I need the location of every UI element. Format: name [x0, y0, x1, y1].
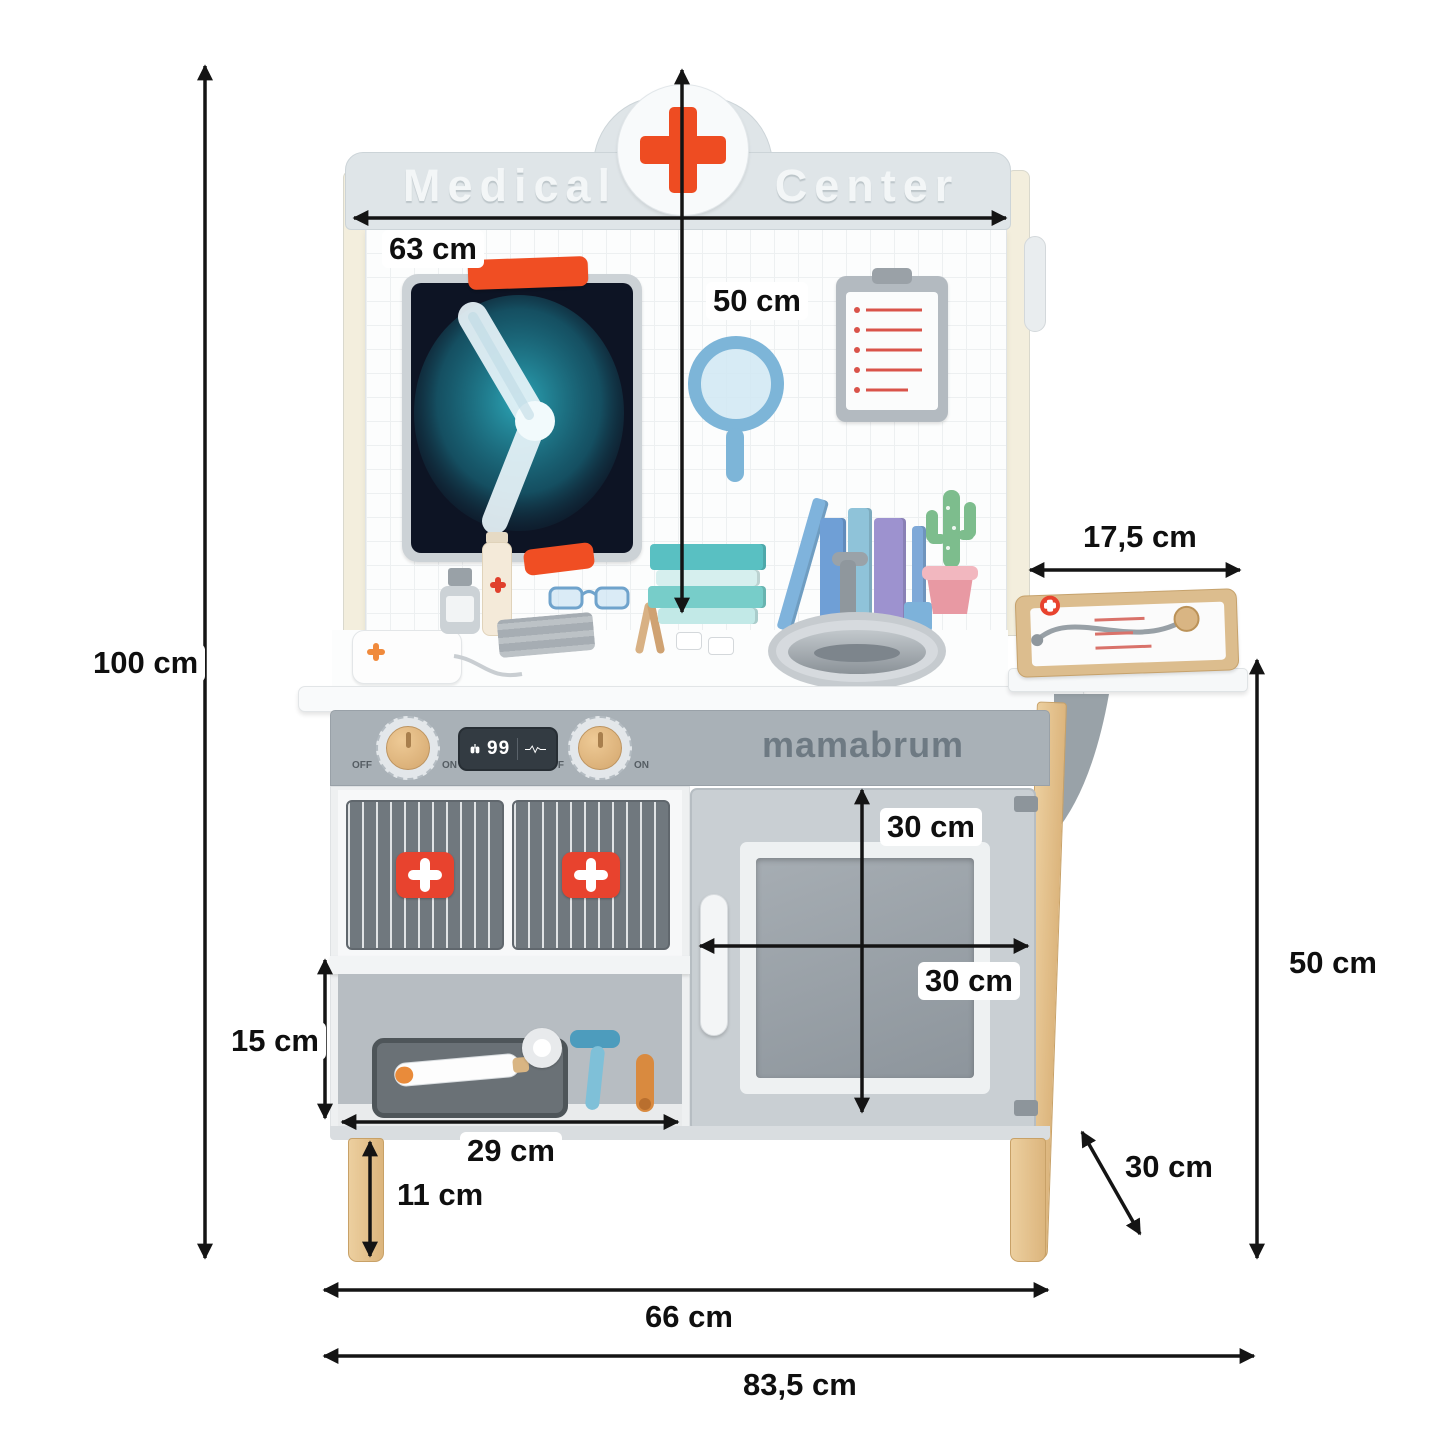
dim-label-door-height: 30 cm — [880, 808, 982, 846]
sink-bowl — [768, 612, 946, 690]
station-cord — [453, 654, 523, 678]
dim-label-total-width: 83,5 cm — [736, 1366, 864, 1404]
bin-cross-patch — [562, 852, 620, 898]
right-knob[interactable] — [568, 716, 632, 780]
stethoscope — [1031, 595, 1200, 650]
lungs-icon — [470, 744, 480, 754]
wall-clipboard — [836, 268, 948, 422]
glasses-icon — [548, 586, 630, 610]
syringe-tip — [394, 1065, 414, 1085]
magnifier-handle — [726, 428, 744, 482]
dim-label-total-height: 100 cm — [86, 644, 206, 682]
otoscope-station — [352, 630, 462, 684]
dim-label-side-table-height: 50 cm — [1282, 944, 1384, 982]
bandage-roll[interactable] — [522, 1028, 562, 1068]
dim-label-lower-shelf-height: 15 cm — [224, 1022, 326, 1060]
right-knob-dial[interactable] — [578, 726, 622, 770]
tube-cap — [486, 532, 508, 544]
sink-drain — [814, 644, 900, 662]
wall-clipboard-list — [854, 307, 922, 393]
xray-knee-image — [411, 283, 633, 553]
dim-label-side-shelf-depth: 17,5 cm — [1076, 518, 1204, 556]
bin-cross-icon — [574, 858, 608, 892]
dim-label-lower-shelf-width: 29 cm — [460, 1132, 562, 1170]
monitor-divider — [517, 738, 518, 760]
magnifier-icon — [688, 336, 784, 432]
heartbeat-icon — [524, 745, 546, 754]
sign-text-left: Medical — [402, 160, 618, 211]
patient-clipboard — [1014, 588, 1240, 678]
backboard-left-post — [343, 170, 367, 636]
cactus-plant — [922, 490, 978, 614]
middle-shelf-board — [330, 956, 690, 974]
dim-label-base-width: 66 cm — [638, 1298, 740, 1336]
front-left-leg — [348, 1138, 384, 1262]
standing-book — [874, 518, 906, 630]
tube-cross-icon — [490, 577, 506, 593]
door-hinge — [1014, 796, 1038, 812]
wall-clipboard-clip — [872, 268, 912, 284]
dim-label-top-width: 63 cm — [382, 230, 484, 268]
door-hinge — [1014, 1100, 1038, 1116]
reflex-hammer-head — [570, 1030, 620, 1048]
dim-label-leg-height: 11 cm — [390, 1176, 491, 1214]
knob-on-label: ON — [634, 760, 649, 771]
vitals-monitor: 99 — [458, 727, 558, 771]
knob-on-label: ON — [442, 760, 457, 771]
storage-bin[interactable] — [512, 800, 670, 950]
book-stack — [656, 570, 760, 586]
cabinet-base — [330, 1126, 1050, 1140]
pill-pack — [676, 632, 702, 650]
book-stack — [650, 544, 766, 570]
left-knob-dial[interactable] — [386, 726, 430, 770]
knob-off-label: OFF — [352, 760, 372, 771]
dim-label-backboard-height: 50 cm — [706, 282, 808, 320]
monitor-value: 99 — [487, 738, 511, 759]
door-handle[interactable] — [700, 894, 728, 1036]
front-right-leg — [1010, 1138, 1046, 1262]
thermometer[interactable] — [636, 1054, 654, 1112]
left-knob[interactable] — [376, 716, 440, 780]
dim-label-door-width: 30 cm — [918, 962, 1020, 1000]
book-stack — [658, 608, 758, 624]
side-hook — [1024, 236, 1046, 332]
sign-text-right: Center — [774, 160, 960, 211]
brand-logo: mamabrum — [762, 724, 965, 765]
book-stack — [648, 586, 766, 608]
cabinet-door[interactable] — [690, 788, 1038, 1132]
bin-cross-patch — [396, 852, 454, 898]
control-strip — [330, 710, 1050, 786]
storage-bin[interactable] — [346, 800, 504, 950]
station-cross-icon — [367, 643, 385, 661]
bin-cross-icon — [408, 858, 442, 892]
side-table-bracket — [1054, 694, 1109, 834]
dim-label-depth: 30 cm — [1118, 1148, 1220, 1186]
pill-pack — [708, 637, 734, 655]
bottle-label — [446, 596, 474, 622]
xray-viewer — [402, 274, 642, 562]
medicine-bottle — [440, 586, 480, 634]
xray-top-clip — [467, 255, 589, 291]
thermometer-bulb — [639, 1098, 651, 1110]
countertop — [298, 686, 1084, 712]
bottle-cap — [448, 568, 472, 586]
